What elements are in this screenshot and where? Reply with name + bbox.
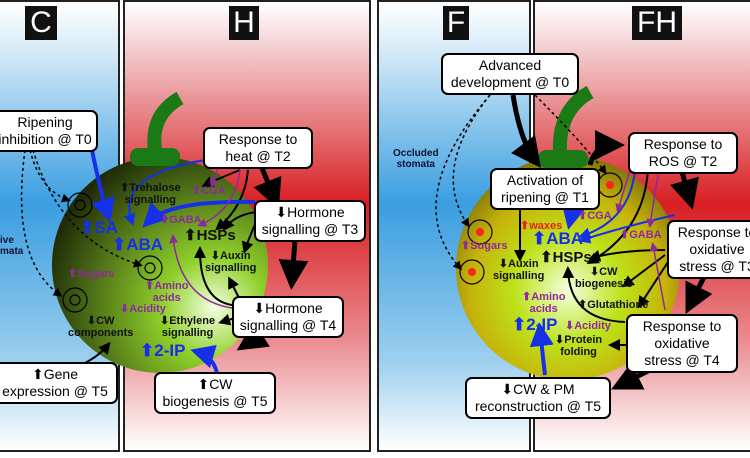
label-sa: ⬆SA xyxy=(80,218,118,237)
label-occluded-stomata: Occluded stomata xyxy=(393,148,439,170)
label-ethylene: ⬇Ethylene signalling xyxy=(160,315,216,339)
label-cw-components: ⬇CW components xyxy=(68,315,134,339)
label-sugars-right: ⬆Sugars xyxy=(461,240,508,252)
label-trehalose: ⬆Trehalose signalling xyxy=(120,182,181,206)
panel-label-fh: FH xyxy=(632,6,682,40)
metabolite-arrows xyxy=(169,167,666,311)
label-stomata-left: ive mata xyxy=(0,235,24,257)
panel-label-c: C xyxy=(25,6,57,40)
label-waxes: ⬆waxes xyxy=(520,220,563,232)
box-gene-expression-t5: ⬆Gene expression @ T5 xyxy=(0,362,118,404)
box-response-heat: Response to heat @ T2 xyxy=(203,127,313,169)
label-auxin-right: ⬇Auxin signalling xyxy=(493,258,545,282)
box-activation-ripening: Activation of ripening @ T1 xyxy=(490,168,600,210)
box-hormone-t4: ⬇Hormone signalling @ T4 xyxy=(232,296,344,338)
box-advanced-development: Advanced development @ T0 xyxy=(441,53,579,95)
label-aba: ⬆ABA xyxy=(112,235,164,254)
label-cw-biogenesis-right: ⬇CW biogenesis xyxy=(575,266,633,290)
label-glutathione: ⬆Glutathione xyxy=(578,299,649,311)
box-oxidative-t3: Response to oxidative stress @ T3 xyxy=(667,220,750,279)
dashed-arrows xyxy=(20,94,607,297)
label-gaba-right: ⬆GABA xyxy=(620,229,662,241)
label-protein-folding: ⬇Protein folding xyxy=(555,334,603,358)
box-oxidative-t4: Response to oxidative stress @ T4 xyxy=(626,314,738,373)
label-acidity: ⬇Acidity xyxy=(120,303,166,315)
label-auxin: ⬇Auxin signalling xyxy=(205,250,257,274)
box-response-ros: Response to ROS @ T2 xyxy=(628,132,738,174)
box-ripening-inhibition: Ripening inhibition @ T0 xyxy=(0,110,98,152)
box-cw-pm-reconstruction: ⬇CW & PM reconstruction @ T5 xyxy=(465,377,611,419)
label-amino-acids-right: ⬆Amino acids xyxy=(522,291,566,315)
panel-label-h: H xyxy=(229,6,259,40)
label-amino-acids: ⬆Amino acids xyxy=(145,280,189,304)
box-cw-biogenesis-t5: ⬆CW biogenesis @ T5 xyxy=(154,372,276,414)
label-acidity-right: ⬇Acidity xyxy=(565,320,611,332)
label-2ip: ⬆2-IP xyxy=(140,341,186,360)
label-2ip-right: ⬆2-IP xyxy=(512,315,558,334)
label-hsps-right: ⬆HSPs xyxy=(540,249,592,266)
label-gaba: ⬆GABA xyxy=(160,214,202,226)
label-cga-right: ⬆CGA xyxy=(578,210,612,222)
label-hsps: ⬆HSPs xyxy=(184,227,236,244)
box-hormone-t3: ⬇Hormone signalling @ T3 xyxy=(254,200,366,242)
label-cga: ⬆CGA xyxy=(192,185,226,197)
label-aba-right: ⬆ABA xyxy=(532,229,584,248)
label-sugars: ⬆Sugars xyxy=(68,268,115,280)
occluded-stomata-dots xyxy=(468,181,614,276)
panel-label-f: F xyxy=(443,6,469,40)
